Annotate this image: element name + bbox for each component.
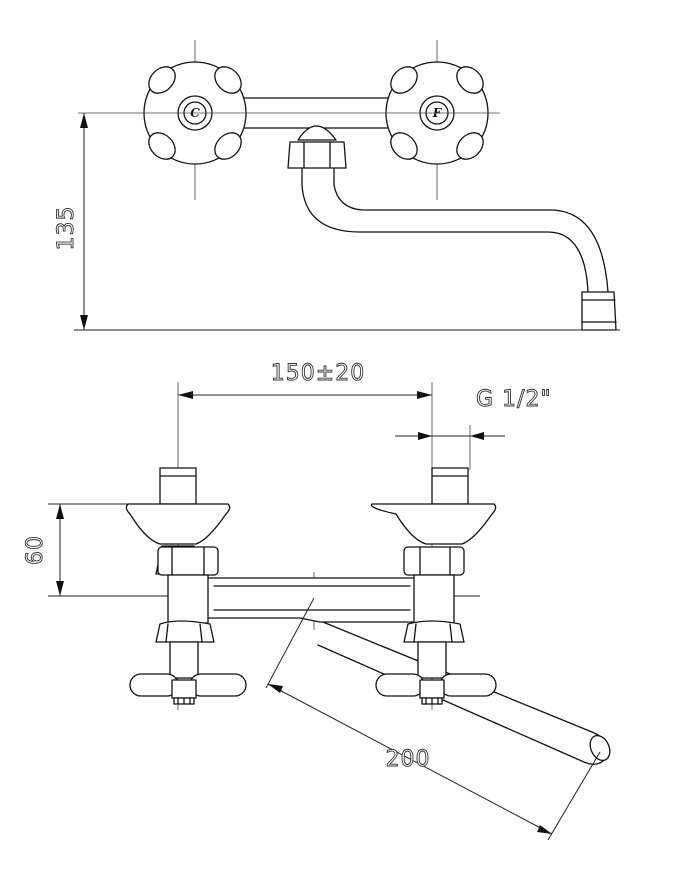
top-spout-nozzle (581, 291, 617, 331)
dimension-200: 200 (265, 597, 601, 841)
top-spout-pipe (301, 167, 589, 293)
dimension-thread: G 1/2" (395, 387, 552, 470)
front-view: 150±20 G 1/2" 60 (23, 361, 611, 841)
top-swivel-dome (297, 125, 337, 141)
dim-label-thread: G 1/2" (476, 387, 552, 412)
front-body-bar (201, 577, 419, 623)
top-swivel-nut (287, 141, 347, 169)
dim-label-135: 135 (54, 206, 79, 251)
top-view: C F 135 (54, 40, 620, 331)
dim-label-200: 200 (386, 747, 431, 772)
dimension-150: 150±20 (178, 361, 432, 399)
dim-label-150: 150±20 (271, 361, 365, 386)
right-valve-assembly (370, 467, 497, 705)
left-valve-assembly (125, 467, 247, 705)
dimension-135: 135 (54, 113, 620, 331)
dim-label-60: 60 (23, 535, 48, 565)
